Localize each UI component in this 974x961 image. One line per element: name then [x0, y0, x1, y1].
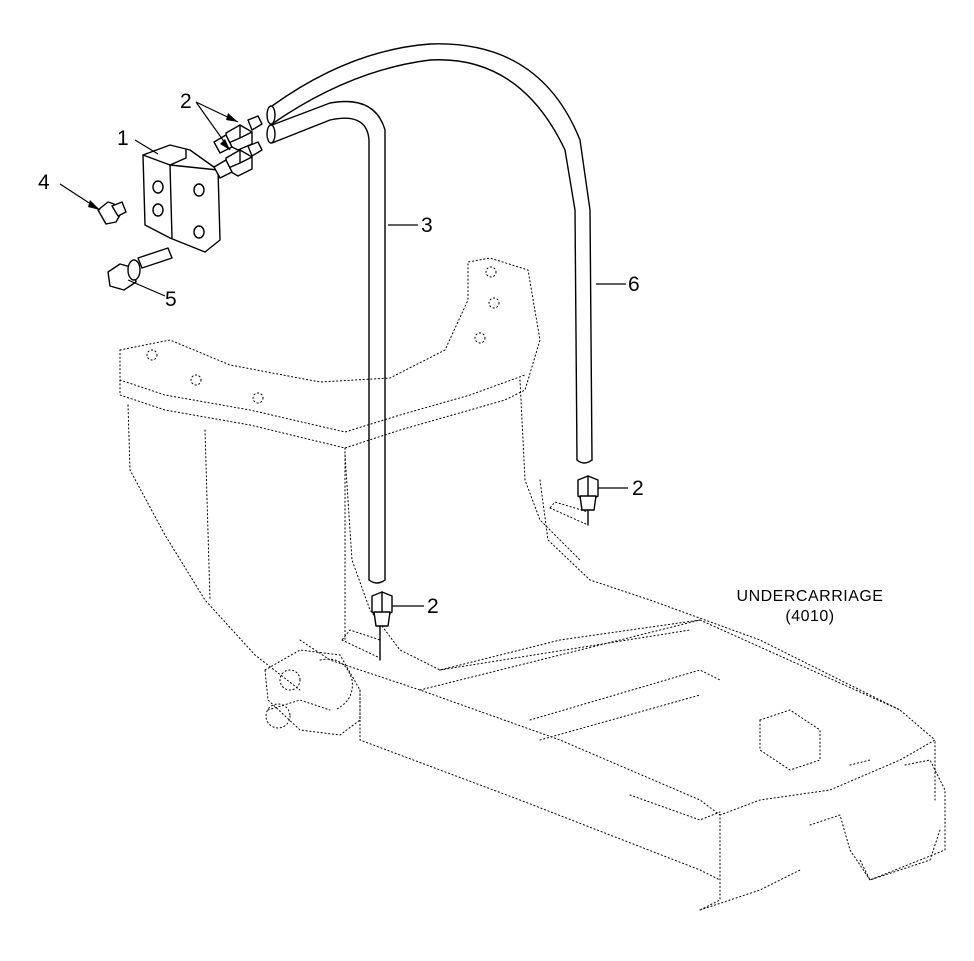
bolt-assembly — [107, 247, 173, 291]
lower-fitting-hose-3 — [341, 591, 393, 661]
undercarriage-note: UNDERCARRIAGE (4010) — [737, 588, 884, 625]
junction-block — [142, 144, 221, 253]
note-line-1: UNDERCARRIAGE — [737, 588, 884, 605]
grease-fitting — [97, 201, 127, 225]
callout-2-upper: 2 — [180, 90, 192, 113]
undercarriage-outline — [119, 257, 946, 911]
leader-lines — [59, 101, 628, 607]
callout-6: 6 — [628, 273, 640, 296]
hose-3 — [266, 100, 386, 584]
note-line-2: (4010) — [785, 608, 834, 625]
callout-4: 4 — [38, 171, 50, 194]
callout-2-lower: 2 — [427, 595, 439, 618]
block-fittings — [213, 115, 263, 179]
callout-2-right: 2 — [632, 477, 644, 500]
callout-5: 5 — [165, 288, 177, 311]
callout-1: 1 — [117, 127, 129, 150]
hose-6 — [266, 43, 593, 464]
lower-fitting-hose-6 — [549, 475, 599, 526]
callout-3: 3 — [421, 214, 433, 237]
callout-labels: 1 2 4 5 3 6 2 2 — [38, 90, 644, 618]
